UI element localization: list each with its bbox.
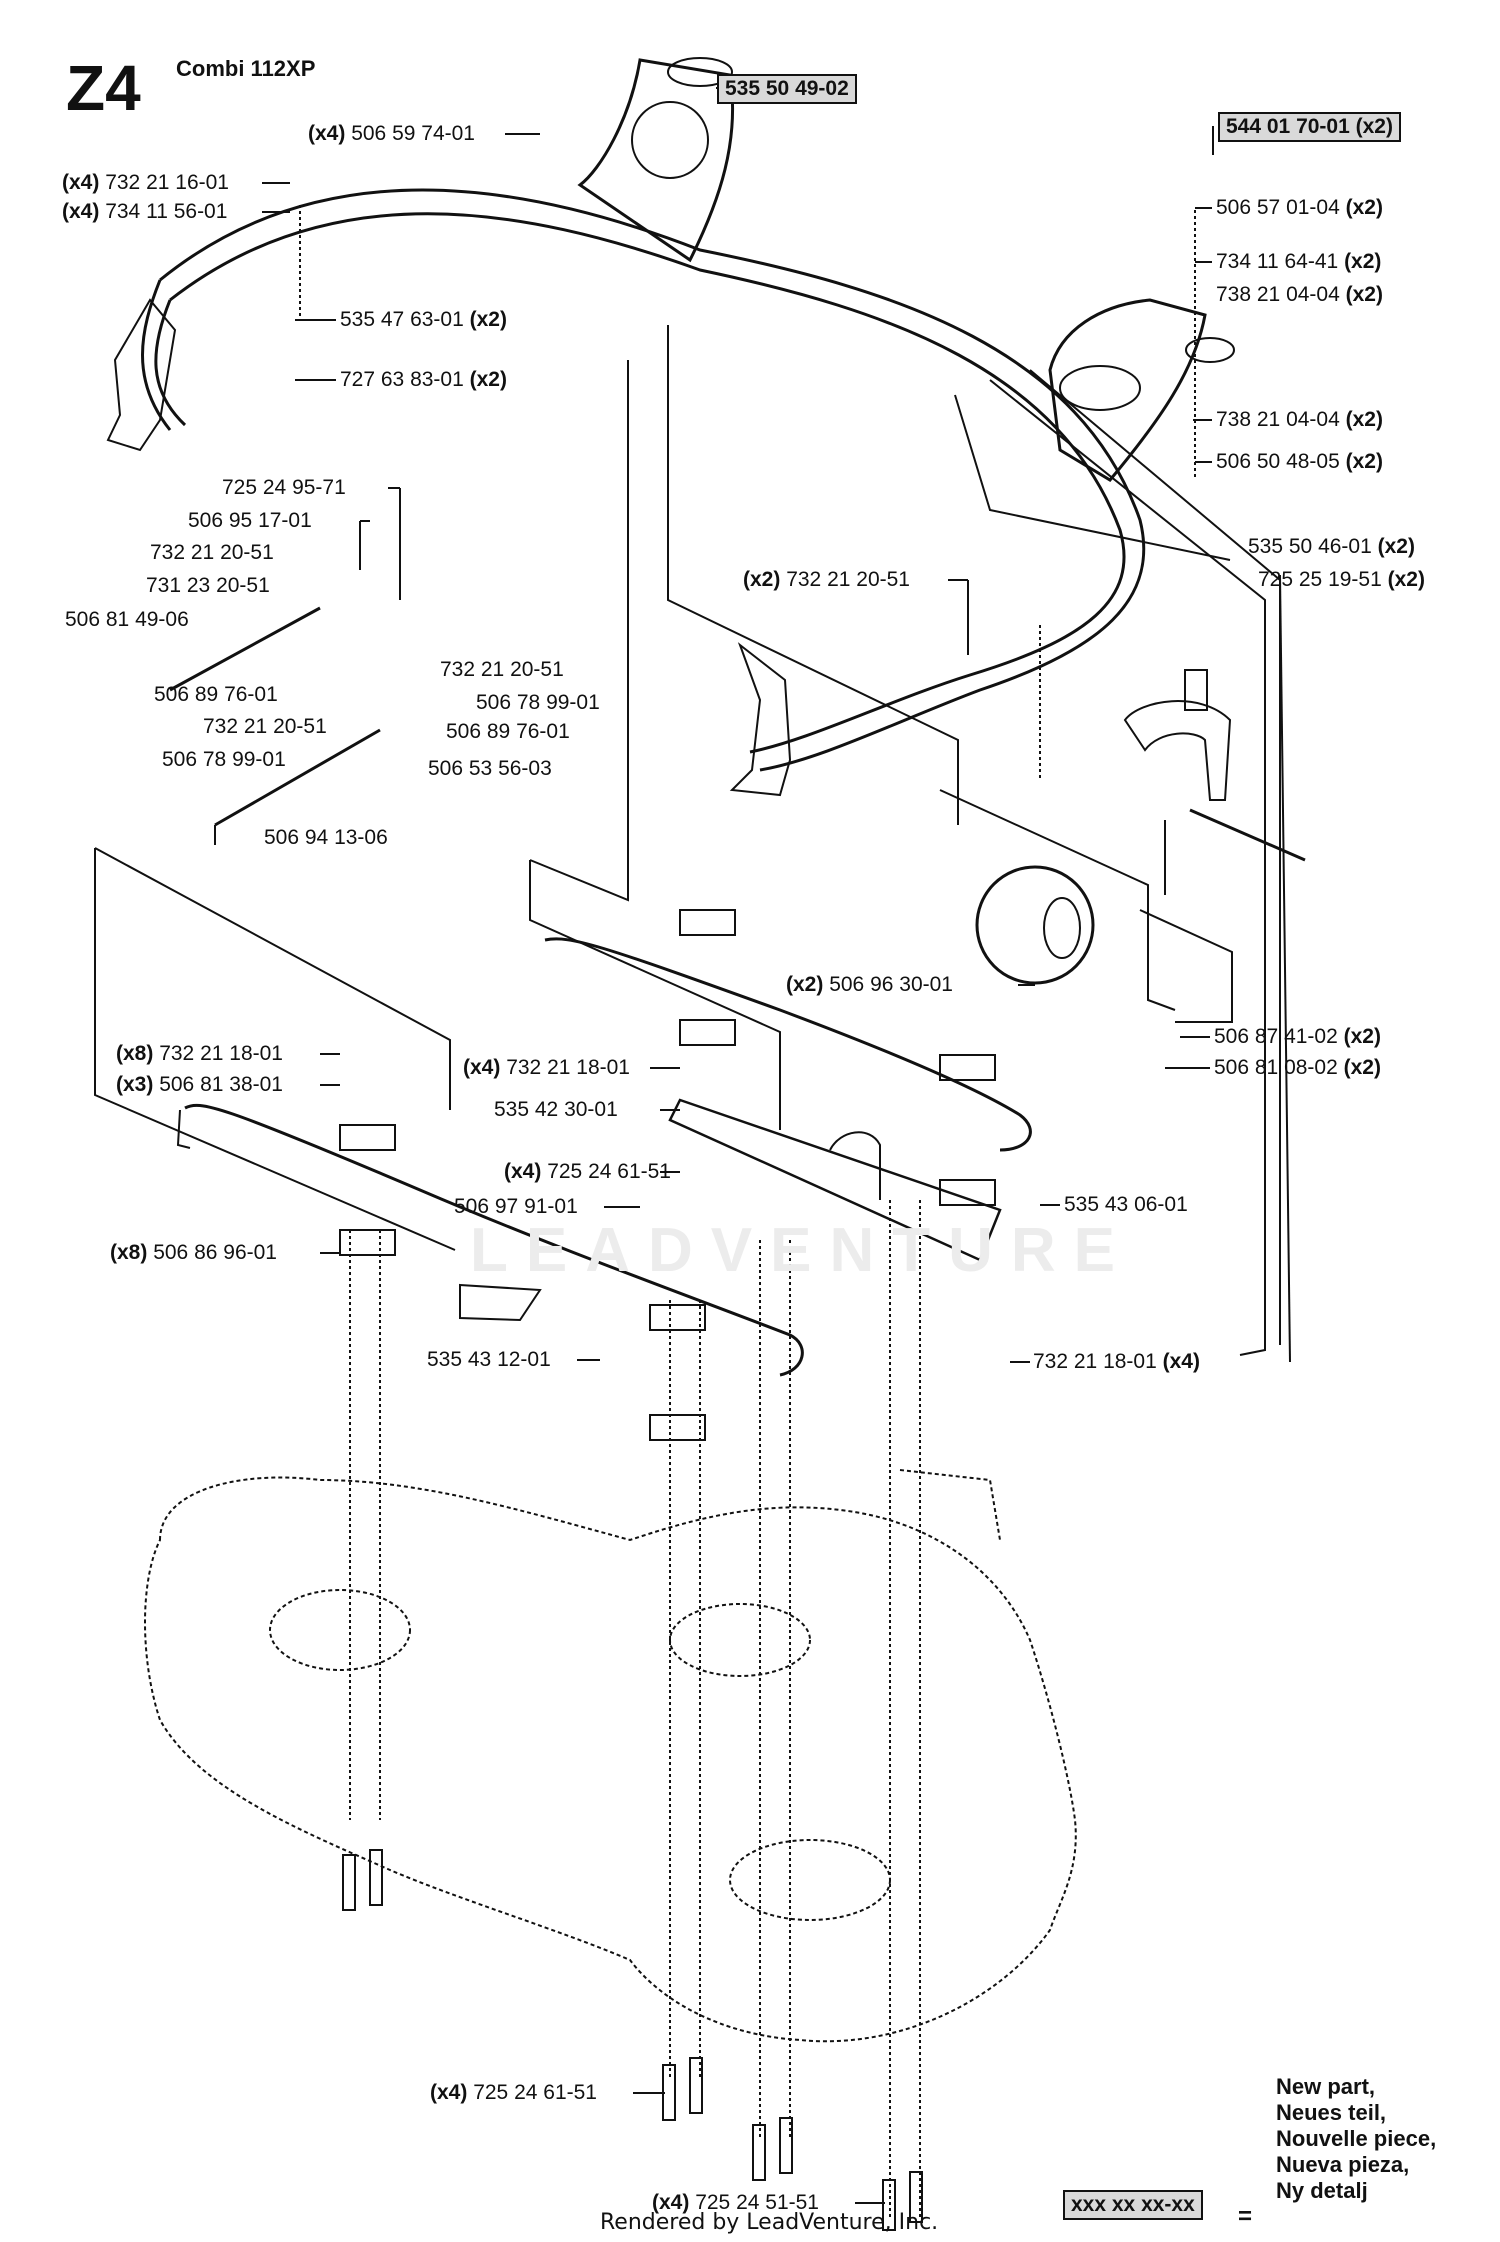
part-label[interactable]: 732 21 20-51 [440,658,564,681]
part-label[interactable]: (x8) 732 21 18-01 [116,1042,283,1065]
footer-credit: Rendered by LeadVenture, Inc. [600,2210,939,2235]
part-label[interactable]: 732 21 18-01 (x4) [1033,1350,1200,1373]
part-label[interactable]: 535 42 30-01 [494,1098,618,1121]
part-label[interactable]: 506 89 76-01 [446,720,570,743]
part-label[interactable]: (x4) 732 21 18-01 [463,1056,630,1079]
part-label[interactable]: (x2) 506 96 30-01 [786,973,953,996]
part-label[interactable]: 734 11 64-41 (x2) [1216,250,1382,273]
part-label[interactable]: 506 81 08-02 (x2) [1214,1056,1381,1079]
watermark: LEADVENTURE [470,1216,1134,1285]
part-label[interactable]: 535 43 06-01 [1064,1193,1188,1216]
part-label[interactable]: (x4) 725 24 51-51 [652,2191,819,2214]
legend-box: xxx xx xx-xx [1063,2190,1203,2220]
model-name: Combi 112XP [176,56,316,81]
part-label[interactable]: 731 23 20-51 [146,574,270,597]
part-label[interactable]: (x4) 732 21 16-01 [62,171,229,194]
part-label[interactable]: 738 21 04-04 (x2) [1216,283,1383,306]
diagram-code: Z4 [66,52,141,124]
part-label[interactable]: 506 87 41-02 (x2) [1214,1025,1381,1048]
part-label[interactable]: 506 94 13-06 [264,826,388,849]
part-label[interactable]: 732 21 20-51 [203,715,327,738]
part-label[interactable]: 506 89 76-01 [154,683,278,706]
part-label-boxed[interactable]: 535 50 49-02 [717,74,857,104]
part-label[interactable]: 506 81 49-06 [65,608,189,631]
part-label[interactable]: 506 50 48-05 (x2) [1216,450,1383,473]
part-label[interactable]: 535 50 46-01 (x2) [1248,535,1415,558]
part-label[interactable]: 506 97 91-01 [454,1195,578,1218]
part-label[interactable]: 506 78 99-01 [476,691,600,714]
part-label[interactable]: 535 47 63-01 (x2) [340,308,507,331]
part-label[interactable]: 738 21 04-04 (x2) [1216,408,1383,431]
part-label[interactable]: 732 21 20-51 [150,541,274,564]
part-label[interactable]: 506 78 99-01 [162,748,286,771]
part-label-boxed[interactable]: 544 01 70-01 (x2) [1218,112,1401,142]
legend-equals: = [1238,2203,1253,2230]
part-label[interactable]: (x4) 734 11 56-01 [62,200,228,223]
part-label[interactable]: (x3) 506 81 38-01 [116,1073,283,1096]
part-label[interactable]: (x4) 725 24 61-51 [504,1160,671,1183]
part-label[interactable]: (x2) 732 21 20-51 [743,568,910,591]
part-label[interactable]: 506 53 56-03 [428,757,552,780]
part-label[interactable]: 727 63 83-01 (x2) [340,368,507,391]
part-label[interactable]: 535 43 12-01 [427,1348,551,1371]
part-label[interactable]: (x8) 506 86 96-01 [110,1241,277,1264]
legend-text: New part, Neues teil, Nouvelle piece, Nu… [1276,2074,1437,2203]
part-label[interactable]: 506 95 17-01 [188,509,312,532]
part-label[interactable]: 725 25 19-51 (x2) [1258,568,1425,591]
part-label[interactable]: (x4) 725 24 61-51 [430,2081,597,2104]
part-label[interactable]: 506 57 01-04 (x2) [1216,196,1383,219]
part-label[interactable]: 725 24 95-71 [222,476,346,499]
part-label[interactable]: (x4) 506 59 74-01 [308,122,475,145]
